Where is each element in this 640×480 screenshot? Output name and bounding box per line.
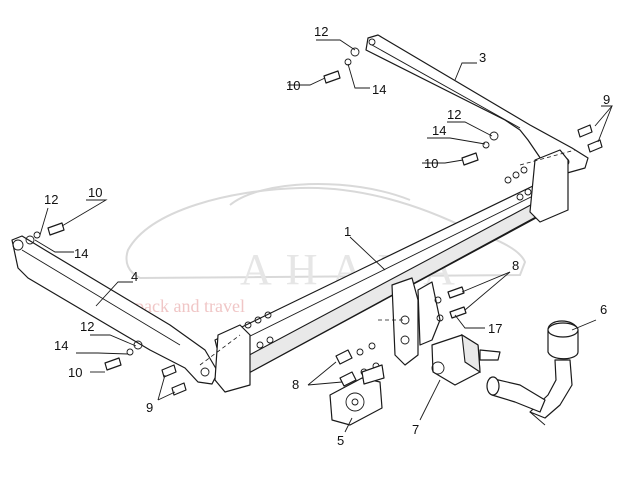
callout-9-right: 9 bbox=[603, 92, 610, 107]
tow-ball-mounting-plate bbox=[378, 277, 441, 366]
part-5-socket-plate bbox=[329, 364, 385, 426]
callout-14-mid: 14 bbox=[432, 123, 446, 138]
leader-lines bbox=[34, 39, 613, 433]
part-6-tow-ball bbox=[486, 320, 579, 426]
callout-7: 7 bbox=[412, 422, 419, 437]
callout-numbers: 1 3 4 5 6 7 8 8 9 9 10 10 10 10 12 12 12… bbox=[44, 24, 610, 448]
fastener-group-beam-right bbox=[504, 166, 532, 201]
callout-14-top: 14 bbox=[372, 82, 386, 97]
fasteners-left-bracket bbox=[25, 222, 65, 245]
part-8-bolts-right bbox=[434, 286, 467, 322]
fasteners-lower-left-bracket bbox=[104, 340, 143, 371]
watermark-car-roof bbox=[229, 183, 411, 206]
part-7-electrical-socket bbox=[431, 333, 501, 386]
callout-9-left: 9 bbox=[146, 400, 153, 415]
callout-10-left: 10 bbox=[88, 185, 102, 200]
watermark-tagline: pack and travel bbox=[135, 296, 245, 316]
callout-10-lower: 10 bbox=[68, 365, 82, 380]
part-4-left-side-bracket bbox=[11, 235, 219, 385]
callout-10-mid: 10 bbox=[424, 156, 438, 171]
callout-6: 6 bbox=[600, 302, 607, 317]
callout-12-lower: 12 bbox=[80, 319, 94, 334]
callout-5: 5 bbox=[337, 433, 344, 448]
callout-4: 4 bbox=[131, 269, 138, 284]
callout-17: 17 bbox=[488, 321, 502, 336]
callout-12-mid: 12 bbox=[447, 107, 461, 122]
callout-8-right: 8 bbox=[512, 258, 519, 273]
callout-8-lower: 8 bbox=[292, 377, 299, 392]
callout-14-left: 14 bbox=[74, 246, 88, 261]
callout-12-top: 12 bbox=[314, 24, 328, 39]
part-8-bolts-lower bbox=[335, 342, 380, 387]
callout-1: 1 bbox=[344, 224, 351, 239]
part-9-bolts-left bbox=[161, 364, 187, 396]
callout-3: 3 bbox=[479, 50, 486, 65]
fasteners-mid-bracket bbox=[461, 131, 499, 166]
callout-12-left: 12 bbox=[44, 192, 58, 207]
watermark-car-outline bbox=[125, 186, 527, 280]
part-9-bolts-right bbox=[577, 124, 603, 153]
fasteners-top-bracket bbox=[323, 47, 360, 84]
callout-14-lower: 14 bbox=[54, 338, 68, 353]
callout-10-top: 10 bbox=[286, 78, 300, 93]
fastener-group-beam-left bbox=[244, 311, 274, 349]
